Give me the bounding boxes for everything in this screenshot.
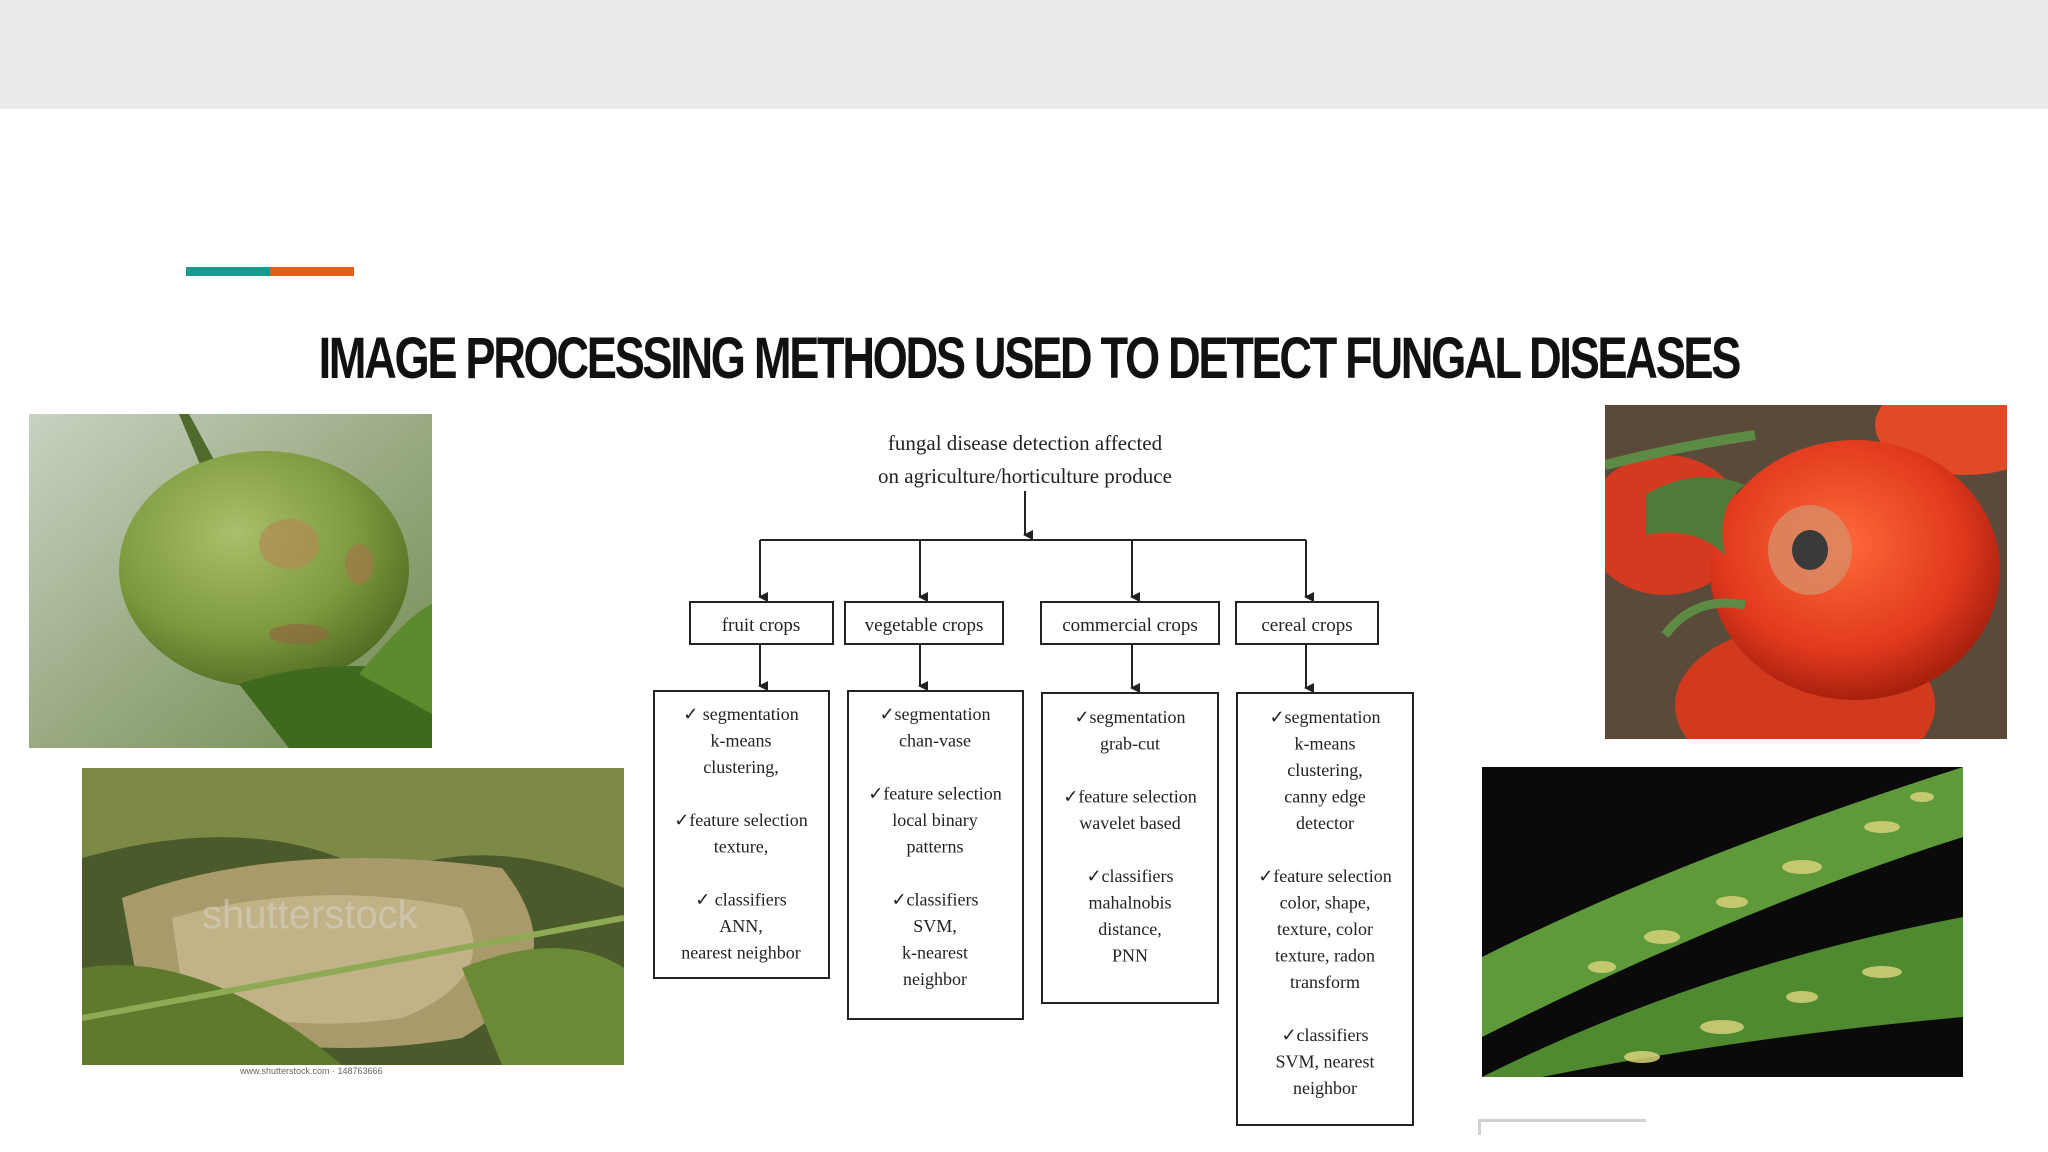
accent-bar-teal [186,267,270,276]
detail-line: patterns [907,837,964,857]
grass-leaf-photo [1482,767,1963,1077]
vegetable-crops-details-box [847,690,1024,1020]
detail-line: ✓classifiers [1281,1025,1368,1045]
detail-line: chan-vase [899,731,971,751]
vegetable-crops-box [844,601,1004,645]
detail-line: clustering, [703,757,778,777]
diagram-root-node: fungal disease detection affected on agr… [878,431,1172,488]
svg-text:shutterstock: shutterstock [202,893,419,937]
fruit-crops-label: fruit crops [722,615,801,636]
fruit-crops-details-box [653,690,830,979]
detail-line: wavelet based [1079,813,1180,833]
commercial-crops-label: commercial crops [1062,615,1198,636]
detail-line: ✓classifiers [1086,866,1173,886]
fruit-crops-box [689,601,834,645]
diseased-leaves-photo: shutterstock [82,768,624,1065]
detail-line: texture, [714,837,768,857]
decorative-rule [1478,1119,1646,1122]
detail-line: local binary [892,810,977,830]
detail-line: ✓feature selection [1258,866,1392,886]
detail-line: ✓ classifiers [695,890,787,910]
connector-lines [758,491,1314,693]
detail-line: grab-cut [1100,734,1160,754]
detail-line: transform [1290,972,1360,992]
root-line-1: fungal disease detection affected [888,431,1163,455]
detail-line: texture, color [1277,919,1373,939]
lemon-fruit-photo [29,414,432,748]
detail-boxes [653,690,1414,1126]
detail-line: clustering, [1287,760,1362,780]
cereal-crops-details-box [1236,692,1414,1126]
detail-line: SVM, [913,916,957,936]
detail-line: k-means [1295,734,1356,754]
commercial-crops-details-box [1041,692,1219,1004]
detail-line: neighbor [903,969,967,989]
slide-title: IMAGE PROCESSING METHODS USED TO DETECT … [318,326,1742,391]
detail-line: ANN, [719,916,763,936]
detail-line: nearest neighbor [681,943,800,963]
detail-line: ✓segmentation [879,704,990,724]
tomato-photo [1605,405,2007,739]
detail-line: ✓segmentation [1269,707,1380,727]
stock-watermark: www.shutterstock.com · 148763666 [240,1066,383,1076]
cereal-crops-box [1235,601,1379,645]
cereal-crops-label: cereal crops [1261,615,1352,636]
decorative-rule-tick [1478,1119,1481,1135]
detail-line: k-means [711,731,772,751]
detail-line: ✓ segmentation [683,704,799,724]
detail-line: texture, radon [1275,946,1375,966]
commercial-crops-box [1040,601,1220,645]
detail-text-group: ✓ segmentation k-means clustering, ✓feature… [674,704,1392,1098]
detail-line: detector [1296,813,1354,833]
vegetable-crops-label: vegetable crops [865,615,984,636]
detail-line: SVM, nearest [1276,1052,1375,1072]
detail-line: neighbor [1293,1078,1357,1098]
detail-line: ✓classifiers [891,890,978,910]
category-boxes [689,601,1379,645]
accent-bar-orange [270,267,354,276]
detail-line: color, shape, [1280,893,1371,913]
detail-line: mahalnobis [1089,893,1172,913]
detail-line: ✓feature selection [674,810,808,830]
detail-line: distance, [1098,919,1161,939]
fungal-detection-diagram: fungal disease detection affected on agr… [640,425,1430,1130]
detail-line: canny edge [1284,787,1365,807]
top-banner [0,0,2048,109]
root-line-2: on agriculture/horticulture produce [878,464,1172,488]
detail-line: ✓feature selection [868,784,1002,804]
detail-line: k-nearest [902,943,968,963]
detail-line: ✓feature selection [1063,787,1197,807]
detail-line: ✓segmentation [1074,707,1185,727]
detail-line: PNN [1112,946,1148,966]
